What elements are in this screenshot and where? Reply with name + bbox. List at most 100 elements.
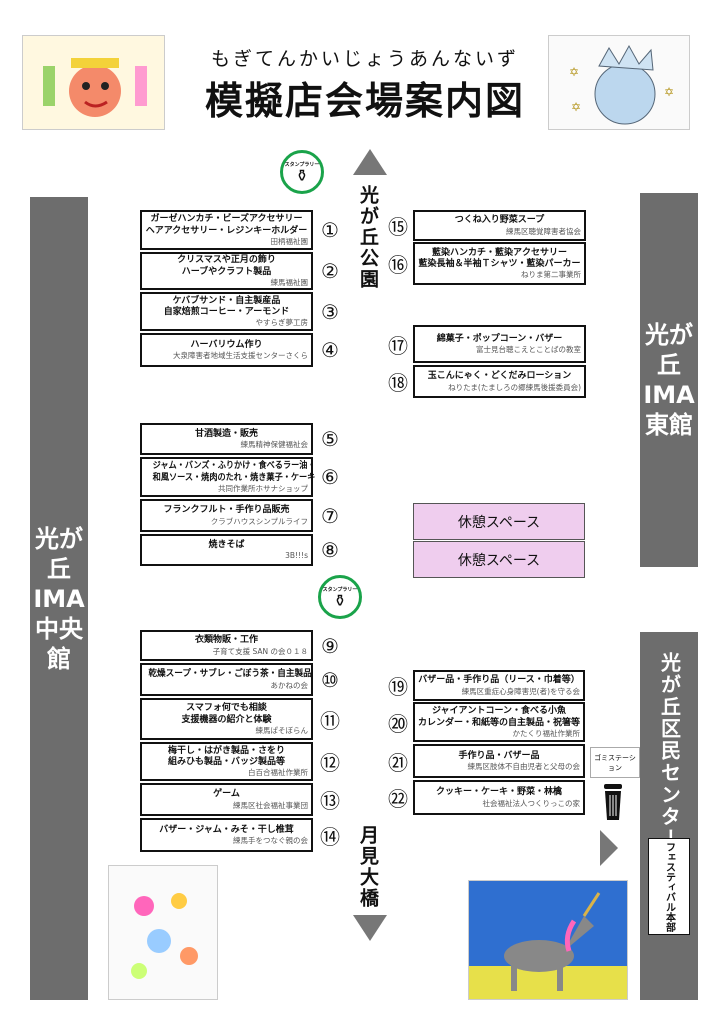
booth-organization: クラブハウスシンプルライフ [210, 516, 308, 526]
booth-number: ④ [321, 338, 339, 362]
down-arrow-icon [353, 915, 387, 941]
booth-14: バザー・ジャム・みそ・干し椎茸練馬手をつなぐ親の会 [140, 818, 313, 852]
booth-item: 支援機器の紹介と体験 [181, 714, 272, 725]
up-arrow-icon [353, 149, 387, 175]
booth-organization: 子育て支援 SAN の会０１８ [212, 646, 308, 656]
booth-number: ㉒ [388, 787, 408, 811]
booth-number: ⑮ [388, 215, 408, 239]
booth-number: ⑩ [321, 667, 339, 692]
stamp-rally-badge: スタンプラリー⚱ [318, 575, 362, 619]
booth-number: ⑤ [321, 427, 339, 451]
booth-number: ⑯ [388, 253, 408, 277]
booth-item: 手作り品・バザー品 [458, 750, 540, 761]
booth-item: 乾燥スープ・サブレ・ごぼう茶・自主製品 [148, 669, 312, 680]
booth-item: ガーゼハンカチ・ビーズアクセサリー [150, 214, 303, 225]
booth-item: 玉こんにゃく・どくだみローション [427, 371, 572, 382]
booth-number: ⑪ [320, 708, 340, 733]
booth-number: ㉑ [388, 750, 408, 775]
stamp-label: スタンプラリー [322, 586, 358, 593]
booth-12: 梅干し・はがき製品・さをり組みひも製品・バッジ製品等白百合福祉作業所 [140, 742, 313, 781]
booth-18: 玉こんにゃく・どくだみローションねりたま(たましろの郷練馬後援委員会) [413, 365, 586, 398]
landmark-bridge: 月見大橋 [357, 825, 379, 909]
booth-10: 乾燥スープ・サブレ・ごぼう茶・自主製品あかねの会 [140, 663, 313, 696]
trash-can-icon [602, 784, 624, 820]
building-east: 光が丘IMA東館 [640, 193, 698, 567]
booth-16: 藍染ハンカチ・藍染アクセサリー藍染長袖＆半袖Ｔシャツ・藍染パーカーねりま第二事業… [413, 242, 586, 285]
building-east-label: 光が丘IMA東館 [643, 321, 695, 439]
booth-item: 組みひも製品・バッジ製品等 [167, 757, 285, 767]
building-civic-label: 光が丘区民センター [657, 652, 682, 850]
building-central: 光が丘IMA中央館 [30, 197, 88, 1000]
booth-organization: ねりたま(たましろの郷練馬後援委員会) [448, 382, 581, 392]
svg-text:✡: ✡ [569, 65, 579, 79]
child-drawing-face [22, 35, 165, 130]
booth-item: 和風ソース・焼肉のたれ・焼き菓子・ケーキ [152, 472, 316, 483]
booth-organization: 練馬ぱそぼらん [255, 725, 309, 735]
booth-number: ⑦ [321, 503, 339, 528]
booth-number: ⑫ [320, 751, 340, 775]
booth-number: ⑭ [320, 824, 340, 849]
booth-item: 自家焙煎コーヒー・アーモンド [163, 307, 290, 317]
booth-number: ② [321, 259, 339, 283]
booth-number: ③ [321, 299, 339, 324]
booth-item: ハーブやクラフト製品 [181, 266, 272, 277]
stamp-icon: ⚱ [295, 165, 309, 185]
booth-item: ジャイアントコーン・食べる小魚 [431, 706, 567, 717]
svg-text:✡: ✡ [664, 85, 674, 99]
booth-13: ゲーム練馬区社会福祉事業団 [140, 783, 313, 816]
booth-item: フランクフルト・手作り品販売 [163, 505, 290, 516]
booth-organization: 大泉障害者地域生活支援センターさくら [173, 351, 308, 361]
booth-organization: 練馬福祉園 [270, 277, 309, 287]
booth-item: スマフォ何でも相談 [186, 703, 267, 714]
booth-number: ⑥ [321, 465, 339, 489]
right-arrow-icon [600, 830, 618, 866]
rest-space: 休憩スペース [413, 503, 585, 540]
booth-organization: ねりま第二事業所 [521, 270, 581, 280]
booth-22: クッキー・ケーキ・野菜・林檎社会福祉法人つくりっこの家 [413, 780, 585, 815]
landmark-park: 光が丘公園 [357, 185, 379, 290]
booth-organization: 社会福祉法人つくりっこの家 [482, 798, 581, 808]
booth-1: ガーゼハンカチ・ビーズアクセサリーヘアアクセサリー・レジンキーホルダー田柄福祉園 [140, 210, 313, 250]
building-civic-center: 光が丘区民センター [640, 632, 698, 1000]
booth-organization: 富士見台聴こえとことばの教室 [476, 345, 581, 355]
booth-21: 手作り品・バザー品練馬区肢体不自由児者と父母の会 [413, 744, 585, 778]
booth-11: スマフォ何でも相談支援機器の紹介と体験練馬ぱそぼらん [140, 698, 313, 740]
booth-item: 焼きそば [208, 539, 245, 550]
booth-number: ⑱ [388, 371, 408, 395]
booth-20: ジャイアントコーン・食べる小魚カレンダー・和紙等の自主製品・祝箸等かたくり福祉作… [413, 702, 585, 742]
booth-4: ハーバリウム作り大泉障害者地域生活支援センターさくら [140, 333, 313, 367]
booth-organization: やすらぎ夢工房 [255, 318, 309, 328]
booth-number: ⑰ [388, 333, 408, 358]
stamp-icon: ⚱ [333, 590, 347, 610]
booth-item: ハーバリウム作り [190, 339, 263, 350]
booth-number: ⑬ [320, 789, 340, 813]
booth-organization: 共同作業所ホサナショップ [218, 483, 308, 493]
booth-item: カレンダー・和紙等の自主製品・祝箸等 [418, 717, 581, 728]
booth-item: ジャム・バンズ・ふりかけ・食べるラー油・ [152, 461, 316, 472]
booth-item: 梅干し・はがき製品・さをり [167, 745, 285, 756]
booth-5: 甘酒製造・販売練馬精神保健福祉会 [140, 423, 313, 455]
child-drawing-crown: ✡ ✡ ✡ [548, 35, 690, 130]
booth-item: ケバブサンド・自主製産品 [172, 295, 281, 306]
booth-6: ジャム・バンズ・ふりかけ・食べるラー油・和風ソース・焼肉のたれ・焼き菓子・ケーキ… [140, 457, 316, 497]
page-title: 模擬店会場案内図 [204, 79, 525, 123]
booth-item: クリスマスや正月の飾り [177, 255, 276, 266]
booth-15: つくね入り野菜スープ練馬区聴覚障害者協会 [413, 210, 586, 241]
booth-organization: 3B!!!s [285, 551, 308, 561]
booth-item: 藍染長袖＆半袖Ｔシャツ・藍染パーカー [418, 259, 581, 269]
title-furigana: もぎてんかいじょうあんないず [210, 48, 519, 70]
svg-text:✡: ✡ [571, 100, 581, 114]
booth-organization: 練馬区社会福祉事業団 [233, 800, 308, 810]
booth-organization: かたくり福祉作業所 [512, 728, 581, 738]
booth-organization: 白百合福祉作業所 [248, 768, 308, 778]
booth-number: ① [321, 218, 339, 242]
booth-item: ヘアアクセサリー・レジンキーホルダー [145, 225, 308, 236]
booth-2: クリスマスや正月の飾りハーブやクラフト製品練馬福祉園 [140, 252, 313, 290]
booth-item: バザー品・手作り品（リース・巾着等） [418, 675, 580, 686]
booth-item: 綿菓子・ポップコーン・バザー [436, 333, 563, 344]
garbage-station-text: ゴミステーション [594, 753, 636, 772]
booth-organization: 練馬精神保健福祉会 [240, 440, 309, 450]
booth-item: つくね入り野菜スープ [454, 215, 545, 226]
booth-item: バザー・ジャム・みそ・干し椎茸 [159, 824, 294, 835]
booth-number: ⑧ [321, 538, 339, 562]
